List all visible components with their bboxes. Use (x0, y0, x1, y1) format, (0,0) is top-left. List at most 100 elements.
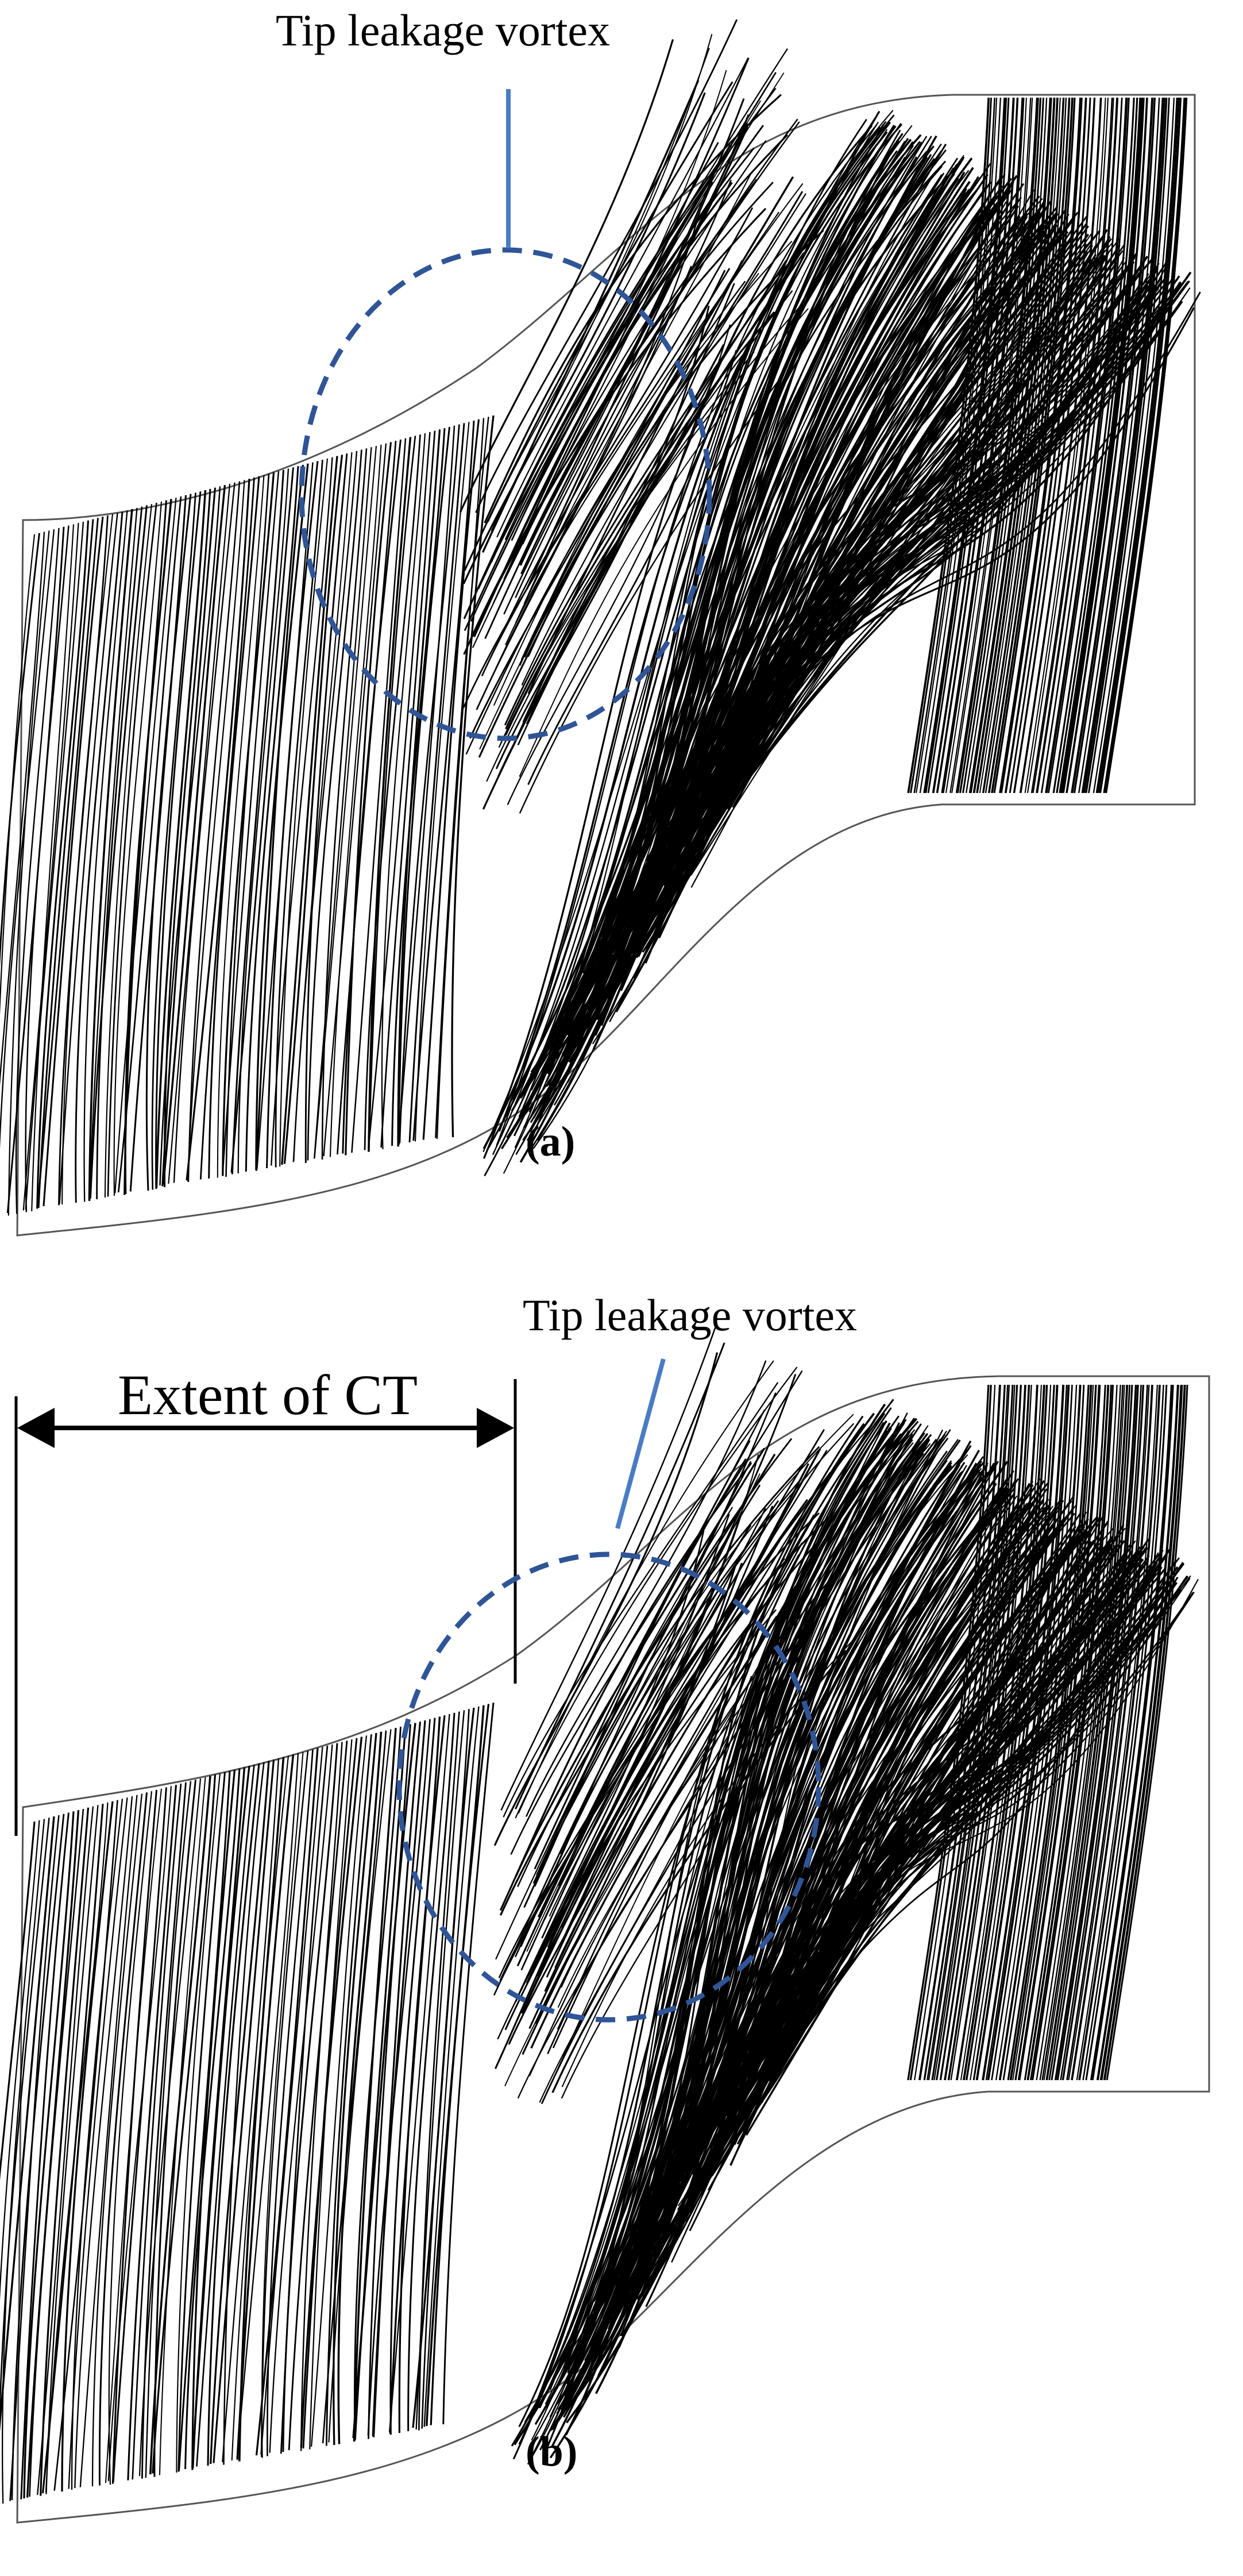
streamline (519, 308, 809, 777)
streamline (950, 1384, 1032, 2081)
streamline (919, 97, 1001, 794)
streamline (107, 502, 157, 1197)
streamline (1103, 97, 1186, 794)
streamline (492, 211, 701, 676)
streamline (534, 1440, 751, 1870)
streamline (151, 492, 196, 1190)
streamline (956, 1384, 1039, 2081)
streamline (29, 1808, 84, 2497)
streamline (22, 523, 79, 1211)
streamline (528, 1634, 802, 2077)
streamline (685, 255, 1156, 813)
streamline (1030, 97, 1113, 794)
streamline (561, 1374, 797, 1851)
streamline (534, 1542, 803, 2024)
streamline (217, 475, 265, 1178)
streamline (412, 1707, 475, 2428)
streamline (1085, 1384, 1168, 2081)
streamline (423, 1706, 480, 2427)
streamline (187, 480, 245, 1181)
streamline (1048, 97, 1130, 794)
streamline (79, 1795, 138, 2488)
streamline (1099, 1384, 1182, 2081)
streamline (381, 433, 426, 1150)
streamline (1101, 1384, 1183, 2081)
streamlines (0, 19, 1201, 1216)
streamline (107, 1786, 172, 2482)
streamline (936, 97, 1019, 794)
streamline (408, 423, 465, 1143)
streamline (91, 1793, 143, 2487)
streamline (222, 472, 275, 1176)
streamline (351, 438, 407, 1153)
streamline (25, 521, 84, 1210)
streamline (1092, 1384, 1174, 2081)
streamline (566, 1438, 941, 2366)
streamline (391, 428, 446, 1146)
streamline (520, 176, 794, 661)
streamline (520, 1500, 779, 1971)
streamline (1056, 97, 1138, 794)
streamline (117, 496, 182, 1193)
streamline (919, 1384, 1001, 2081)
streamline (500, 1326, 716, 1811)
streamline (541, 1655, 801, 2104)
streamline (421, 1709, 470, 2429)
streamline (503, 1382, 779, 1818)
streamline (1071, 1384, 1153, 2081)
streamline (279, 458, 329, 1167)
streamline (61, 1801, 114, 2492)
streamline (1082, 1384, 1164, 2081)
tip-leakage-vortex-marker (396, 1551, 821, 2023)
streamline (1073, 97, 1156, 794)
streamline (261, 1750, 309, 2458)
streamline (1056, 1384, 1139, 2081)
streamline (464, 81, 734, 571)
streamline (982, 97, 1065, 794)
streamline (991, 1384, 1073, 2081)
streamline (196, 1764, 255, 2467)
streamline (968, 97, 1052, 794)
streamline (1026, 1384, 1110, 2081)
streamline (965, 1384, 1048, 2081)
streamline (23, 1811, 75, 2499)
streamline (267, 1749, 314, 2456)
streamline (932, 97, 1015, 794)
streamline (939, 1384, 1022, 2081)
streamline (522, 57, 750, 545)
streamline (965, 97, 1048, 794)
streamline (1002, 1384, 1085, 2081)
streamline (936, 1384, 1018, 2081)
panel-b: Tip leakage vortex Extent of CT (b) (0, 1287, 1243, 2576)
streamline (752, 1577, 1191, 2050)
streamline (497, 305, 710, 777)
streamline (1051, 1384, 1133, 2081)
streamline (0, 532, 45, 1085)
streamline (236, 1754, 295, 2460)
streamline (112, 1787, 167, 2482)
streamline (493, 1352, 719, 1846)
streamline (155, 491, 202, 1189)
streamline (1105, 97, 1188, 794)
streamline (245, 466, 299, 1172)
streamline (113, 501, 163, 1196)
streamline (1024, 1384, 1106, 2081)
streamline (963, 1384, 1045, 2081)
streamline (1054, 1384, 1137, 2081)
streamline-plot (0, 19, 1201, 1237)
streamline (329, 444, 382, 1157)
streamline (945, 97, 1027, 794)
streamlines (0, 1326, 1199, 2504)
streamline (564, 163, 991, 1011)
streamline (238, 1757, 285, 2462)
streamline (525, 1360, 767, 1817)
streamline (1043, 1384, 1125, 2081)
streamline (1078, 97, 1160, 794)
callout-label: Tip leakage vortex (276, 5, 610, 55)
streamline (709, 301, 1183, 769)
streamline (560, 1448, 821, 1928)
streamline (491, 48, 710, 532)
streamline (1019, 97, 1101, 794)
streamline (520, 1461, 752, 1947)
streamline (484, 94, 782, 523)
